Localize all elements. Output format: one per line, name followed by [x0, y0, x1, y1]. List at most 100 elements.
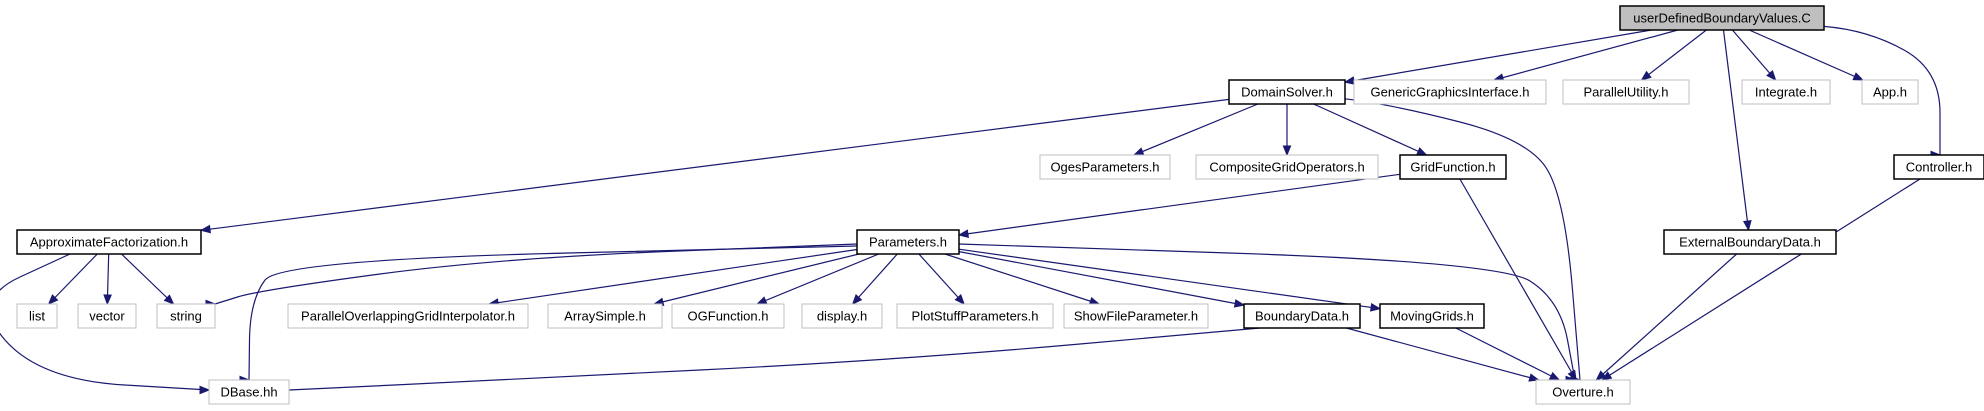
node-gridfunction[interactable]: GridFunction.h — [1399, 154, 1507, 180]
node-box-dbase — [208, 379, 290, 405]
edge-movinggrids-to-overture — [1455, 327, 1560, 381]
edge-parameters-to-showfile — [944, 253, 1100, 305]
edge-domainsolver-to-ogesparameters — [1133, 103, 1259, 156]
node-root[interactable]: userDefinedBoundaryValues.C — [1619, 5, 1825, 31]
node-box-domainsolver — [1228, 79, 1346, 105]
node-label-dbase: DBase.hh — [220, 385, 277, 400]
node-label-compositegridoperators: CompositeGridOperators.h — [1209, 160, 1364, 175]
edge-controller-to-overture — [1601, 178, 1921, 381]
node-box-showfile — [1063, 303, 1209, 329]
node-display: display.h — [801, 303, 883, 329]
node-arraysimple: ArraySimple.h — [547, 303, 663, 329]
node-box-ogesparameters — [1039, 154, 1171, 180]
node-parallelogi: ParallelOverlappingGridInterpolator.h — [287, 303, 529, 329]
edge-approxfactorization-to-list — [48, 253, 98, 305]
node-box-integrate — [1741, 79, 1831, 105]
nodes-layer: userDefinedBoundaryValues.C DomainSolver.… — [16, 5, 1984, 405]
edge-approxfactorization-to-dbase — [0, 253, 210, 391]
node-label-ogesparameters: OgesParameters.h — [1050, 160, 1159, 175]
node-label-display: display.h — [817, 309, 867, 324]
node-label-controller: Controller.h — [1906, 160, 1972, 175]
edge-parameters-to-display — [852, 253, 898, 305]
node-domainsolver[interactable]: DomainSolver.h — [1228, 79, 1346, 105]
node-approxfactorization[interactable]: ApproximateFactorization.h — [16, 229, 202, 255]
node-box-controller — [1893, 154, 1984, 180]
arrowhead-parameters-to-display — [851, 294, 863, 305]
node-label-overture: Overture.h — [1552, 385, 1613, 400]
edge-parameters-to-arraysimple — [653, 253, 860, 305]
edge-parameters-to-dbase — [248, 245, 858, 381]
node-boundarydata[interactable]: BoundaryData.h — [1243, 303, 1361, 329]
arrowhead-root-to-externalboundarydata — [1743, 220, 1752, 232]
node-externalboundarydata[interactable]: ExternalBoundaryData.h — [1663, 229, 1837, 255]
arrowhead-domainsolver-to-gridfunction — [1416, 147, 1428, 156]
edge-gridfunction-to-overture — [1459, 178, 1577, 381]
node-label-parallelutility: ParallelUtility.h — [1583, 85, 1668, 100]
arrowhead-boundarydata-to-overture — [1528, 373, 1540, 382]
node-box-overture — [1535, 379, 1631, 405]
node-label-plotstuff: PlotStuffParameters.h — [912, 309, 1039, 324]
node-box-gridfunction — [1399, 154, 1507, 180]
node-parameters[interactable]: Parameters.h — [856, 229, 960, 255]
arrowhead-gridfunction-to-parameters — [957, 229, 969, 238]
node-app: App.h — [1861, 79, 1919, 105]
node-box-string — [156, 303, 216, 329]
node-ogfunction: OGFunction.h — [671, 303, 785, 329]
node-box-compositegridoperators — [1195, 154, 1379, 180]
edge-parameters-to-plotstuff — [918, 253, 965, 305]
node-box-arraysimple — [547, 303, 663, 329]
node-label-root: userDefinedBoundaryValues.C — [1633, 11, 1811, 26]
arrowhead-parameters-to-boundarydata — [1233, 299, 1246, 308]
node-box-genericgraphics — [1353, 79, 1547, 105]
node-box-ogfunction — [671, 303, 785, 329]
node-label-boundarydata: BoundaryData.h — [1255, 309, 1349, 324]
arrowhead-approxfactorization-to-string — [163, 294, 175, 305]
node-box-parallelutility — [1562, 79, 1690, 105]
node-box-vector — [77, 303, 137, 329]
node-label-string: string — [170, 309, 202, 324]
edge-gridfunction-to-parameters — [958, 173, 1401, 236]
node-label-app: App.h — [1873, 85, 1907, 100]
node-box-parameters — [856, 229, 960, 255]
arrowhead-movinggrids-to-overture — [1548, 371, 1561, 381]
edge-parameters-to-string — [214, 243, 858, 305]
edge-root-to-domainsolver — [1344, 29, 1652, 83]
node-box-display — [801, 303, 883, 329]
node-box-approxfactorization — [16, 229, 202, 255]
node-box-parallelogi — [287, 303, 529, 329]
edge-boundarydata-to-dbase — [288, 327, 1261, 391]
edge-domainsolver-to-approxfactorization — [200, 98, 1230, 231]
arrowhead-domainsolver-to-compositegridoperators — [1282, 145, 1292, 157]
edge-root-to-parallelutility — [1641, 29, 1707, 81]
edge-root-to-integrate — [1731, 29, 1777, 81]
node-showfile: ShowFileParameter.h — [1063, 303, 1209, 329]
node-genericgraphics: GenericGraphicsInterface.h — [1353, 79, 1547, 105]
edge-parameters-to-overture — [958, 243, 1576, 381]
node-label-approxfactorization: ApproximateFactorization.h — [30, 235, 188, 250]
arrowhead-root-to-parallelutility — [1640, 70, 1652, 81]
node-box-boundarydata — [1243, 303, 1361, 329]
edge-domainsolver-to-gridfunction — [1313, 103, 1427, 156]
arrowhead-parameters-to-movinggrids — [1370, 302, 1382, 312]
node-plotstuff: PlotStuffParameters.h — [896, 303, 1054, 329]
node-compositegridoperators: CompositeGridOperators.h — [1195, 154, 1379, 180]
arrowhead-domainsolver-to-ogesparameters — [1132, 147, 1145, 156]
node-label-parameters: Parameters.h — [869, 235, 947, 250]
node-label-movinggrids: MovingGrids.h — [1390, 309, 1474, 324]
node-overture: Overture.h — [1535, 379, 1631, 405]
node-label-integrate: Integrate.h — [1755, 85, 1817, 100]
node-box-plotstuff — [896, 303, 1054, 329]
edge-approxfactorization-to-string — [121, 253, 174, 305]
node-parallelutility: ParallelUtility.h — [1562, 79, 1690, 105]
node-movinggrids[interactable]: MovingGrids.h — [1379, 303, 1485, 329]
arrowhead-root-to-app — [1852, 72, 1865, 81]
node-box-app — [1861, 79, 1919, 105]
node-string: string — [156, 303, 216, 329]
edge-parameters-to-movinggrids — [958, 248, 1381, 310]
edge-root-to-app — [1748, 29, 1864, 81]
node-label-externalboundarydata: ExternalBoundaryData.h — [1679, 235, 1821, 250]
node-controller[interactable]: Controller.h — [1893, 154, 1984, 180]
node-label-domainsolver: DomainSolver.h — [1241, 85, 1333, 100]
arrowhead-domainsolver-to-approxfactorization — [199, 224, 211, 234]
